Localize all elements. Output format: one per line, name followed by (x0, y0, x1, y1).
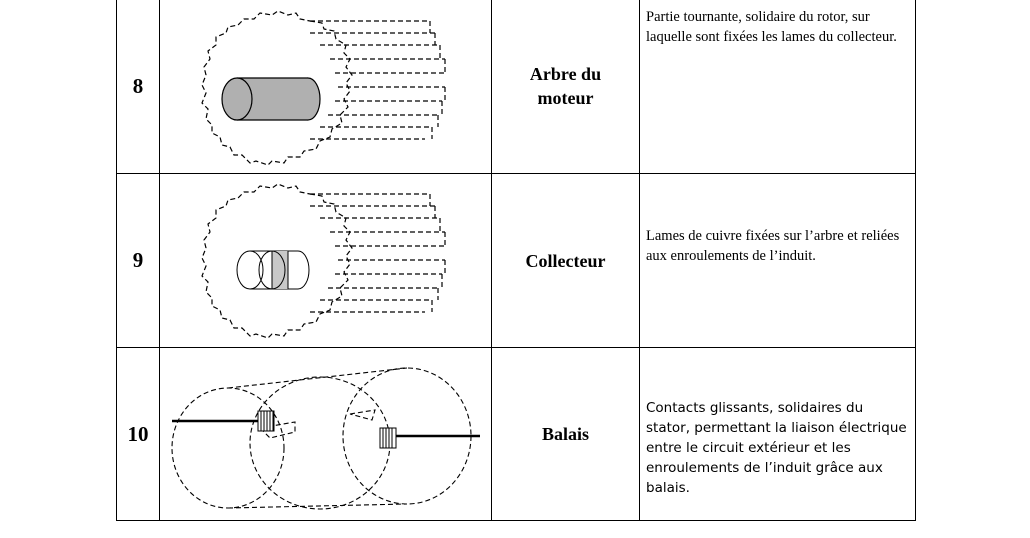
description-cell: Lames de cuivre fixées sur l’arbre et re… (639, 173, 916, 348)
part-name-line2: moteur (537, 88, 594, 108)
part-description: Contacts glissants, solidaires du stator… (646, 400, 907, 496)
brushes-cylinder-drawing-icon (171, 367, 480, 510)
parts-table: 8 Arbre du moteur Partie (116, 0, 916, 521)
part-name: Collecteur (525, 250, 606, 271)
part-number: 8 (116, 0, 160, 174)
part-name-cell: Arbre du moteur (491, 0, 640, 174)
rotor-with-shaft-drawing-icon (201, 10, 446, 166)
part-number: 10 (116, 347, 160, 521)
table-row: 10 Balais (116, 347, 916, 521)
part-name: Arbre du (529, 64, 602, 84)
part-name: Balais (541, 424, 589, 444)
figure-cell (159, 0, 492, 174)
rotor-with-commutator-drawing-icon (201, 183, 446, 339)
table-row: 9 Collecte (116, 173, 916, 348)
part-description: Lames de cuivre fixées sur l’arbre et re… (646, 228, 900, 264)
figure-cell (159, 347, 492, 521)
part-name-cell: Collecteur (491, 173, 640, 348)
description-cell: Contacts glissants, solidaires du stator… (639, 347, 916, 521)
part-description: Partie tournante, solidaire du rotor, su… (646, 9, 897, 45)
table-row: 8 Arbre du moteur Partie (116, 0, 916, 174)
figure-cell (159, 173, 492, 348)
description-cell: Partie tournante, solidaire du rotor, su… (639, 0, 916, 174)
part-number: 9 (116, 173, 160, 348)
part-name-cell: Balais (491, 347, 640, 521)
